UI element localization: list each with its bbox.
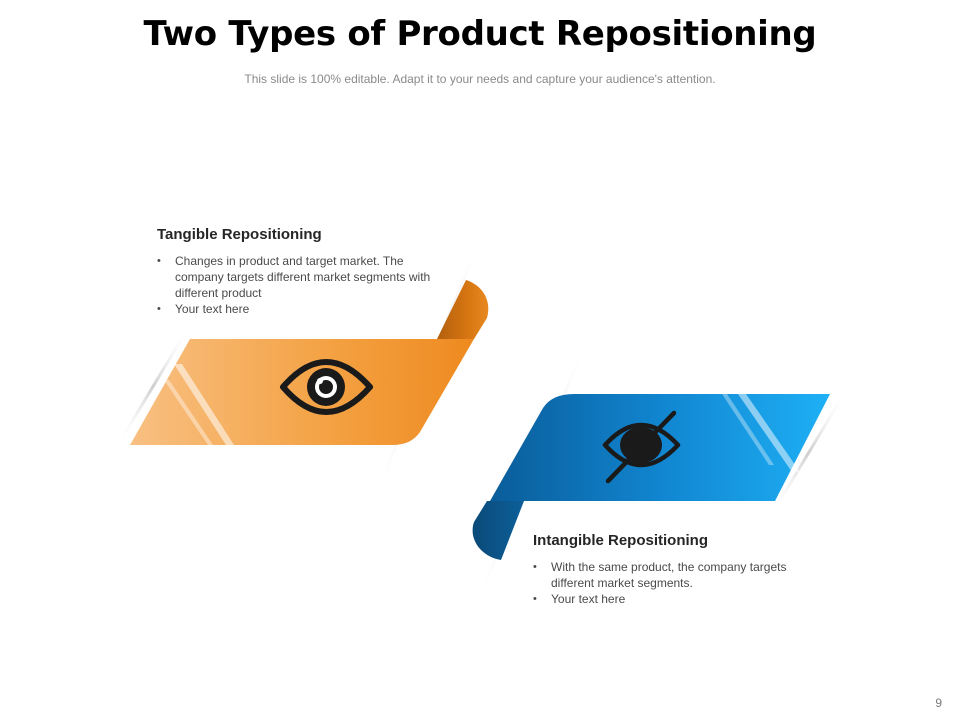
bullet-item: Your text here <box>533 591 823 607</box>
bullet-item: Your text here <box>157 301 437 317</box>
eye-slash-icon <box>602 410 681 484</box>
intangible-heading: Intangible Repositioning <box>533 532 708 549</box>
tangible-bullets: Changes in product and target market. Th… <box>157 253 437 317</box>
tangible-heading: Tangible Repositioning <box>157 226 322 243</box>
bullet-item: Changes in product and target market. Th… <box>157 253 437 301</box>
intangible-text-block: Intangible Repositioning With the same p… <box>533 532 823 607</box>
slide-subtitle: This slide is 100% editable. Adapt it to… <box>244 72 716 86</box>
intangible-bullets: With the same product, the company targe… <box>533 559 823 607</box>
orange-ribbon <box>116 243 489 491</box>
eye-icon <box>280 359 373 415</box>
tangible-text-block: Tangible Repositioning Changes in produc… <box>157 226 437 317</box>
bullet-item: With the same product, the company targe… <box>533 559 823 591</box>
page-number: 9 <box>935 696 942 710</box>
slide-title: Two Types of Product Repositioning <box>143 14 817 54</box>
